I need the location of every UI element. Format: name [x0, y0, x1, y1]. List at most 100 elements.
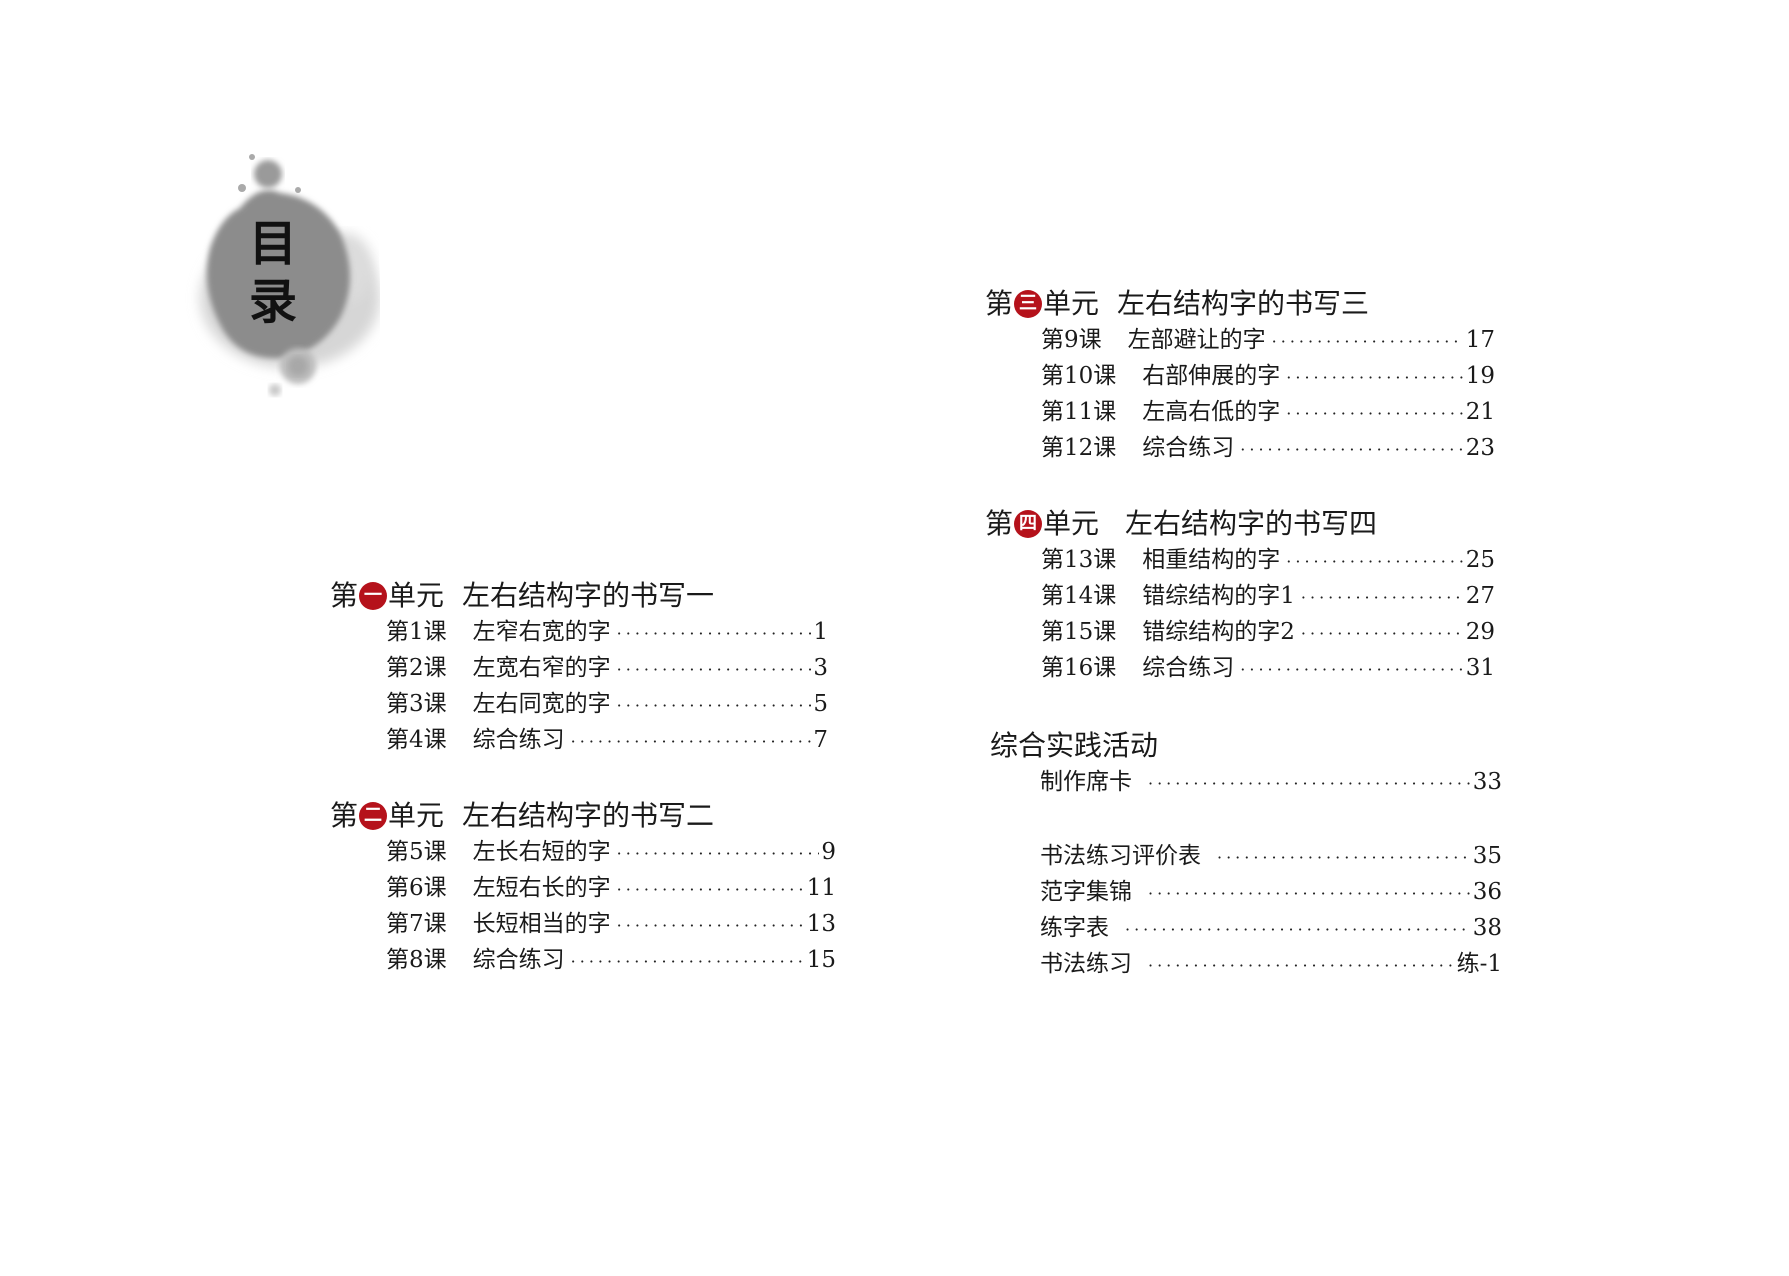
unit-prefix: 第 [985, 507, 1014, 540]
lesson-name: 综合练习 [1142, 435, 1235, 461]
lesson-number: 第6课 [386, 875, 447, 901]
unit-heading: 第 二 单元 左右结构字的书写二 [330, 798, 836, 834]
dot-leader [1286, 396, 1463, 432]
unit-title: 左右结构字的书写三 [1117, 287, 1370, 320]
unit-suffix: 单元 [388, 799, 445, 832]
lesson-number: 第2课 [386, 655, 447, 681]
dot-leader [1301, 580, 1464, 616]
unit-2: 第 二 单元 左右结构字的书写二 第5课左长右短的字9 第6课左短右长的字11 … [330, 798, 836, 978]
toc-entry[interactable]: 第3课左右同宽的字5 [386, 686, 828, 722]
lesson-name: 长短相当的字 [472, 911, 611, 937]
section-title: 综合实践活动 [990, 729, 1159, 762]
toc-entry[interactable]: 练字表38 [1040, 910, 1502, 946]
lesson-name: 左右同宽的字 [472, 691, 611, 717]
page-number: 33 [1472, 769, 1502, 795]
unit-3: 第 三 单元 左右结构字的书写三 第9课左部避让的字17 第10课右部伸展的字1… [985, 286, 1495, 466]
toc-entry[interactable]: 第2课左宽右窄的字3 [386, 650, 828, 686]
lesson-name: 左窄右宽的字 [472, 619, 611, 645]
dot-leader [617, 652, 812, 688]
toc-entry[interactable]: 第9课左部避让的字17 [1041, 322, 1495, 358]
page-number: 25 [1465, 547, 1495, 573]
lesson-name: 左部避让的字 [1127, 327, 1266, 353]
dot-leader [1148, 876, 1471, 912]
unit-number-badge: 三 [1014, 290, 1043, 318]
page-number: 19 [1465, 363, 1495, 389]
lesson-number: 第5课 [386, 839, 447, 865]
page-number: 3 [813, 655, 828, 681]
toc-entry[interactable]: 书法练习评价表35 [1040, 838, 1502, 874]
lesson-number: 第3课 [386, 691, 447, 717]
lesson-name: 综合练习 [472, 727, 565, 753]
unit-number-badge: 一 [359, 582, 388, 610]
entry-name: 范字集锦 [1040, 879, 1132, 905]
lesson-number: 第1课 [386, 619, 447, 645]
unit-number-badge: 四 [1014, 510, 1043, 538]
dot-leader [617, 836, 820, 872]
page-number: 21 [1465, 399, 1495, 425]
page-number: 13 [806, 911, 836, 937]
page-number: 11 [806, 875, 836, 901]
toc-entry[interactable]: 第16课综合练习31 [1041, 650, 1495, 686]
dot-leader [571, 724, 812, 760]
page-number: 17 [1465, 327, 1495, 353]
unit-suffix: 单元 [1043, 507, 1100, 540]
toc-entry[interactable]: 范字集锦36 [1040, 874, 1502, 910]
unit-4: 第 四 单元 左右结构字的书写四 第13课相重结构的字25 第14课错综结构的字… [985, 506, 1495, 686]
toc-entry[interactable]: 第15课错综结构的字229 [1041, 614, 1495, 650]
dot-leader [1240, 432, 1463, 468]
dot-leader [1301, 616, 1464, 652]
lesson-name: 左长右短的字 [472, 839, 611, 865]
unit-prefix: 第 [330, 579, 359, 612]
dot-leader [1272, 324, 1464, 360]
page-number: 练-1 [1456, 951, 1502, 977]
unit-heading: 第 一 单元 左右结构字的书写一 [330, 578, 828, 614]
page-number: 1 [813, 619, 828, 645]
lesson-number: 第8课 [386, 947, 447, 973]
page-number: 29 [1465, 619, 1495, 645]
page-number: 27 [1465, 583, 1495, 609]
dot-leader [571, 944, 805, 980]
lesson-number: 第16课 [1041, 655, 1117, 681]
dot-leader [617, 872, 805, 908]
unit-suffix: 单元 [388, 579, 445, 612]
dot-leader [617, 616, 812, 652]
dot-leader [1286, 544, 1463, 580]
lesson-number: 第4课 [386, 727, 447, 753]
dot-leader [1217, 840, 1471, 876]
lesson-name: 相重结构的字 [1142, 547, 1281, 573]
toc-entry[interactable]: 第11课左高右低的字21 [1041, 394, 1495, 430]
dot-leader [1240, 652, 1463, 688]
toc-entry[interactable]: 制作席卡33 [1040, 764, 1502, 800]
page-number: 9 [821, 839, 836, 865]
dot-leader [617, 908, 805, 944]
dot-leader [617, 688, 812, 724]
unit-heading: 第 三 单元 左右结构字的书写三 [985, 286, 1495, 322]
dot-leader [1148, 948, 1455, 984]
entry-name: 书法练习评价表 [1040, 843, 1201, 869]
toc-entry[interactable]: 书法练习练-1 [1040, 946, 1502, 982]
lesson-number: 第7课 [386, 911, 447, 937]
unit-title: 左右结构字的书写一 [462, 579, 715, 612]
dot-leader [1125, 912, 1471, 948]
practice-section: 综合实践活动 制作席卡33 [990, 728, 1502, 800]
toc-entry[interactable]: 第4课综合练习7 [386, 722, 828, 758]
unit-prefix: 第 [985, 287, 1014, 320]
toc-entry[interactable]: 第13课相重结构的字25 [1041, 542, 1495, 578]
toc-entry[interactable]: 第14课错综结构的字127 [1041, 578, 1495, 614]
page-number: 15 [806, 947, 836, 973]
lesson-name: 左短右长的字 [472, 875, 611, 901]
unit-title: 左右结构字的书写二 [462, 799, 715, 832]
lesson-number: 第10课 [1041, 363, 1117, 389]
ink-splash-decoration [200, 154, 380, 396]
lesson-name: 综合练习 [472, 947, 565, 973]
page-number: 38 [1472, 915, 1502, 941]
toc-entry[interactable]: 第12课综合练习23 [1041, 430, 1495, 466]
lesson-name: 右部伸展的字 [1142, 363, 1281, 389]
